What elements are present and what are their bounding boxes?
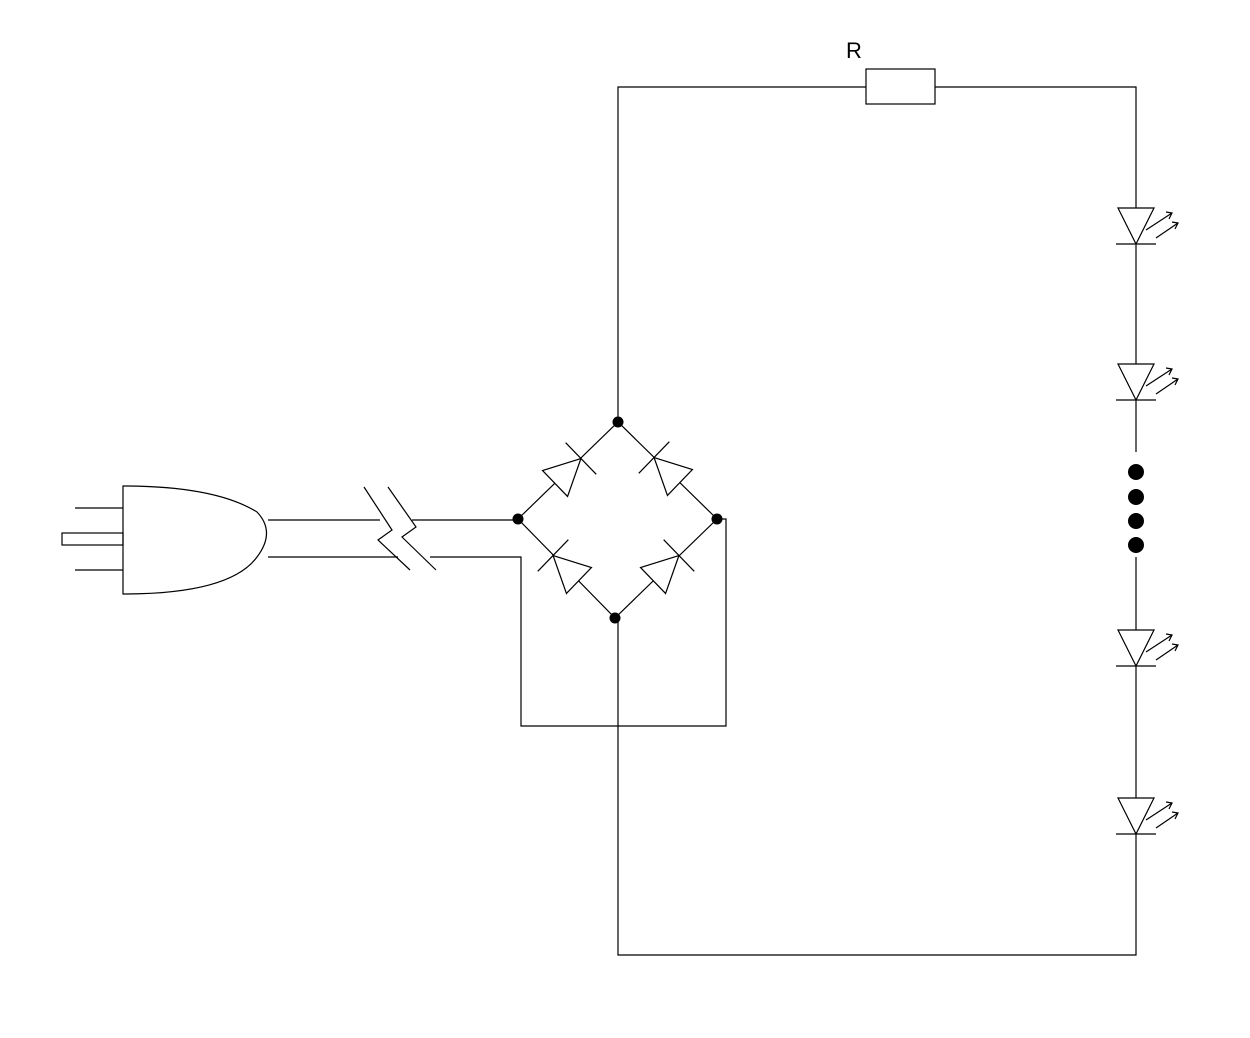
plug-icon <box>61 485 268 595</box>
diode-icon <box>537 539 593 595</box>
diode-icon <box>541 442 597 498</box>
continuation-dots <box>1128 464 1144 553</box>
led-icon <box>1115 629 1179 667</box>
resistor-label: R <box>846 38 862 63</box>
diode-bridge <box>512 416 723 624</box>
led-icon <box>1115 363 1179 401</box>
led-icon <box>1115 207 1179 245</box>
junction-node <box>612 416 624 428</box>
junction-node <box>609 612 621 624</box>
diode-icon <box>638 441 694 497</box>
diode-icon <box>639 539 695 595</box>
led-icon <box>1115 797 1179 835</box>
wiring <box>268 86 1137 956</box>
wire-resistor-to-right-rail <box>935 86 1137 208</box>
cable-break-icon <box>363 486 437 571</box>
wire-bridge-plus-to-top <box>617 86 866 422</box>
junction-node <box>512 513 524 525</box>
wire-ac-in-2 <box>268 518 727 727</box>
junction-node <box>711 513 723 525</box>
wire-led4-to-bottom <box>617 618 1137 956</box>
resistor-icon <box>865 68 936 105</box>
